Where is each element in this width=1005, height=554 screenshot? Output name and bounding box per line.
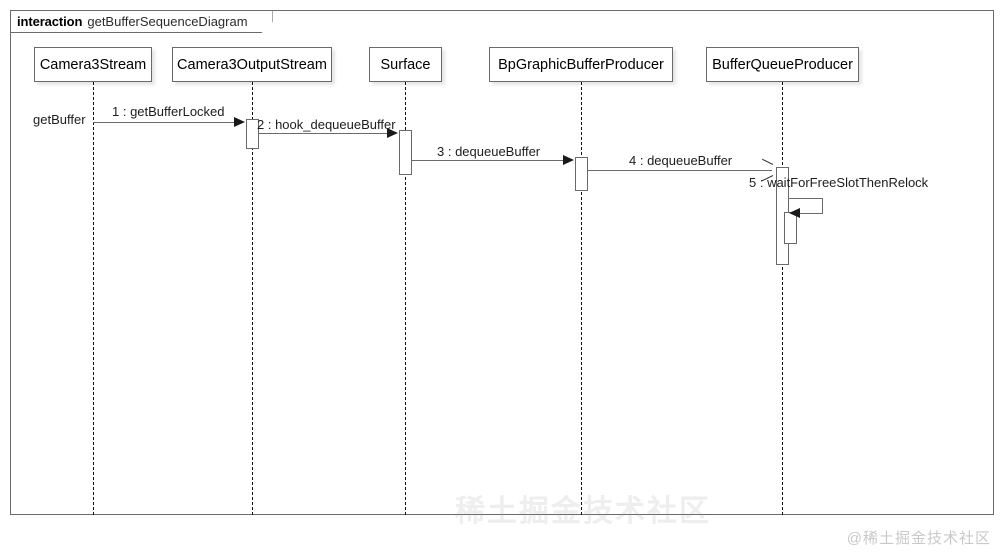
frame-name: getBufferSequenceDiagram [87,14,248,29]
watermark-corner: @稀土掘金技术社区 [846,530,991,547]
diagram-frame [10,10,994,515]
message-line-4[interactable] [588,170,772,171]
activation-bpgraphicbufferproducer [575,157,588,191]
message-arrowhead-1 [234,116,245,127]
activation-camera3outputstream [246,119,259,149]
message-line-5-right [822,198,823,213]
participant-label: Camera3OutputStream [177,56,327,73]
message-line-5-bottom[interactable] [800,213,823,214]
entry-message-label: getBuffer [33,112,86,127]
participant-label: Camera3Stream [39,56,147,73]
participant-bufferqueueproducer[interactable]: BufferQueueProducer [706,47,859,82]
message-line-1[interactable] [93,122,235,123]
lifeline-surface [405,82,406,515]
message-label-5: 5 : waitForFreeSlotThenRelock [749,175,929,190]
message-arrowhead-5 [789,207,800,218]
watermark-diagonal: 稀土掘金技术社区 [455,495,711,528]
lifeline-camera3outputstream [252,82,253,515]
participant-label: Surface [380,56,431,73]
activation-surface [399,130,412,175]
message-line-5-top[interactable] [789,198,823,199]
message-label-3: 3 : dequeueBuffer [437,144,541,159]
message-line-3[interactable] [412,160,564,161]
participant-camera3outputstream[interactable]: Camera3OutputStream [172,47,332,82]
participant-surface[interactable]: Surface [369,47,442,82]
frame-keyword: interaction [17,14,83,29]
participant-camera3stream[interactable]: Camera3Stream [34,47,152,82]
participant-bpgraphicbufferproducer[interactable]: BpGraphicBufferProducer [489,47,673,82]
lifeline-bufferqueueproducer [782,82,783,515]
participant-label: BpGraphicBufferProducer [498,56,664,73]
message-label-2: 2 : hook_dequeueBuffer [257,117,396,132]
message-arrowhead-3 [563,154,574,165]
lifeline-camera3stream [93,82,94,515]
message-arrowhead-2 [387,127,398,138]
frame-title-tab: interaction getBufferSequenceDiagram [10,10,273,33]
message-label-4: 4 : dequeueBuffer [629,153,733,168]
message-label-1: 1 : getBufferLocked [112,104,225,119]
message-line-2[interactable] [259,133,388,134]
lifeline-bpgraphicbufferproducer [581,82,582,515]
participant-label: BufferQueueProducer [712,56,853,73]
